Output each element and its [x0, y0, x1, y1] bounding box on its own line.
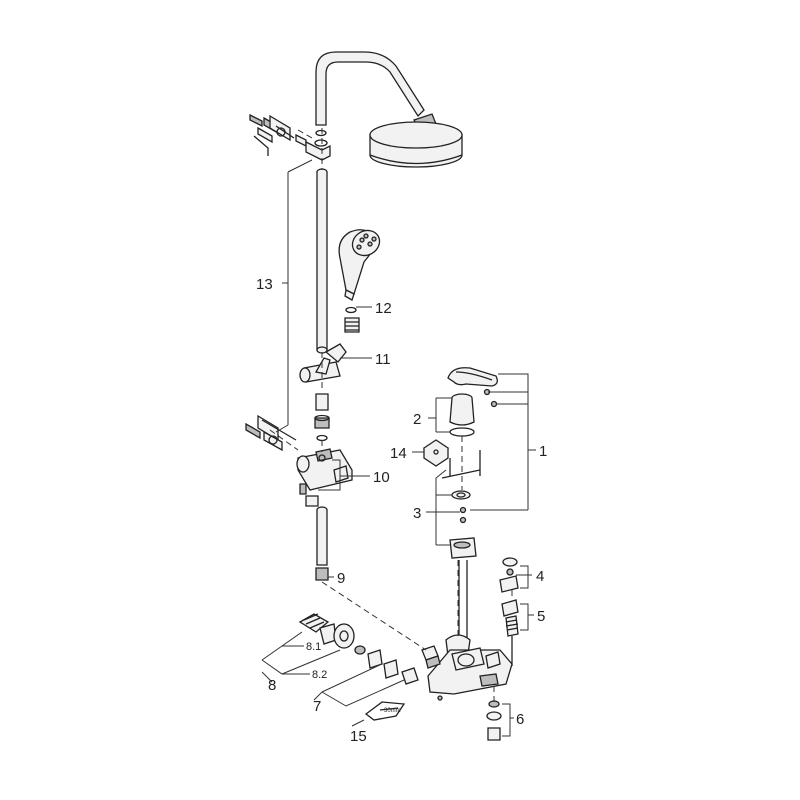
tool-marking: 30mm — [384, 708, 401, 714]
hand-shower — [338, 229, 381, 301]
callout-5: 5 — [537, 608, 545, 625]
callout-8-1: 8.1 — [306, 641, 321, 653]
assembly-tool: 30mm — [364, 701, 406, 721]
callout-12: 12 — [375, 300, 392, 317]
leader-lines — [261, 159, 536, 737]
callout-1: 1 — [539, 443, 547, 460]
diverter-body — [296, 448, 353, 507]
hand-shower-seal — [345, 306, 357, 314]
lower-riser-tube — [315, 506, 329, 581]
cartridge-stack — [449, 490, 477, 559]
callout-14: 14 — [390, 445, 407, 462]
riser-rail — [316, 168, 328, 354]
callout-8-2: 8.2 — [312, 669, 327, 681]
callouts: 13 12 11 10 9 1 2 14 3 4 5 6 8 8.1 8.2 7… — [256, 276, 547, 745]
assembly-dashed-lines — [269, 128, 513, 702]
wall-flange — [333, 623, 355, 649]
mixer-lever — [447, 367, 498, 387]
mixer-inlet-connector — [421, 645, 441, 669]
s-union-connector — [298, 613, 337, 645]
cartridge-rods — [441, 450, 481, 479]
mixer-body — [427, 634, 513, 701]
callout-4: 4 — [536, 568, 544, 585]
rail-connector — [314, 393, 330, 442]
callout-13: 13 — [256, 276, 273, 293]
callout-6: 6 — [516, 711, 524, 728]
callout-7: 7 — [313, 698, 321, 715]
callout-9: 9 — [337, 570, 345, 587]
callout-10: 10 — [373, 469, 390, 486]
upper-wall-bracket — [249, 113, 331, 161]
callout-15: 15 — [350, 728, 367, 745]
callout-3: 3 — [413, 505, 421, 522]
aerator-parts — [486, 700, 502, 741]
callout-2: 2 — [413, 411, 421, 428]
cartridge-cover — [449, 393, 475, 437]
lower-wall-bracket — [245, 414, 297, 452]
cartridge-insert — [422, 439, 450, 467]
callout-11: 11 — [375, 351, 391, 368]
connector-nuts — [354, 645, 419, 685]
shower-hose-nut — [344, 317, 360, 333]
shower-arm — [315, 51, 425, 126]
check-valve-cap — [499, 557, 519, 593]
check-valve-insert — [501, 599, 519, 666]
callout-8: 8 — [268, 677, 276, 694]
mixer-shaft — [458, 560, 468, 640]
seal-ring-top — [314, 129, 328, 147]
shower-head — [369, 113, 463, 168]
